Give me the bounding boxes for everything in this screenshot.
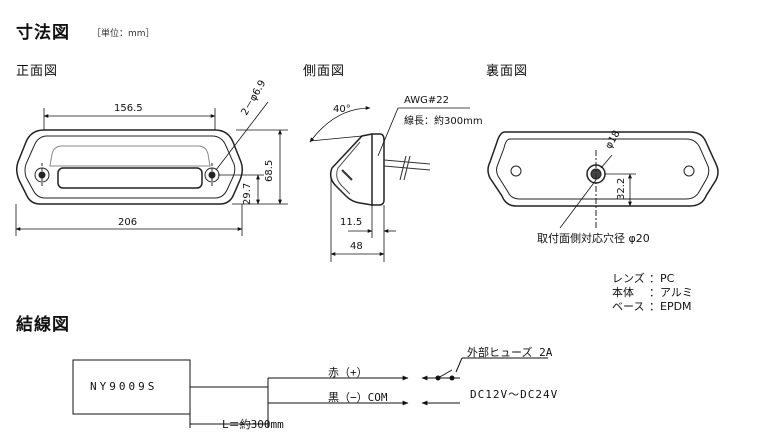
length-label: L＝約300mm xyxy=(222,418,284,431)
back-view-drawing xyxy=(487,131,719,228)
back-dim-boss-height: 32.2 xyxy=(616,177,627,200)
back-outer-outline xyxy=(487,131,719,207)
front-outer-outline xyxy=(15,129,244,205)
front-dim-height: 68.5 xyxy=(264,159,275,182)
front-mid-outline xyxy=(24,135,236,199)
red-wire-label: 赤（+） xyxy=(328,366,368,379)
back-hole-right xyxy=(683,165,695,177)
material-part-lens: レンズ xyxy=(612,272,645,285)
wiring-drawing xyxy=(72,357,548,428)
fuse-label: 外部ヒューズ 2A xyxy=(467,346,553,359)
wiring-title: 結線図 xyxy=(16,315,70,335)
back-dimensions xyxy=(559,154,636,229)
voltage-label: DC12V～DC24V xyxy=(470,388,559,401)
side-base xyxy=(371,133,385,206)
material-body: ：アルミ xyxy=(649,286,693,299)
front-dim-hole-height: 29.7 xyxy=(242,182,253,205)
front-dim-overall-width: 206 xyxy=(118,217,138,228)
side-angle: 40° xyxy=(333,104,351,115)
material-base: ：EPDM xyxy=(649,300,692,313)
front-dim-top-width: 156.5 xyxy=(114,103,143,114)
back-hole-left xyxy=(510,165,522,177)
device-model: NY9009S xyxy=(90,380,158,393)
material-part-body: 本体 xyxy=(612,286,634,299)
unit-note: ［単位：mm］ xyxy=(92,29,155,39)
side-view-drawing xyxy=(329,133,431,206)
material-part-base: ベース xyxy=(612,300,645,313)
back-view-label: 裏面図 xyxy=(486,64,529,79)
side-housing xyxy=(329,133,373,206)
black-wire-label: 黒（−）COM xyxy=(328,391,388,404)
side-cable-length: 線長：約300mm xyxy=(404,116,483,127)
side-dimensions xyxy=(309,106,470,262)
front-lens-upper xyxy=(49,145,211,167)
side-cable-gauge: AWG#22 xyxy=(404,95,450,106)
front-lens-window xyxy=(57,167,203,189)
mount-hole-note: 取付面側対応穴径 φ20 xyxy=(537,232,650,245)
side-dim-offset: 11.5 xyxy=(340,217,363,228)
side-view-label: 側面図 xyxy=(303,64,346,79)
front-dimensions xyxy=(15,101,288,236)
side-dim-depth: 48 xyxy=(350,241,363,252)
material-lens: ：PC xyxy=(649,272,675,285)
back-inner-outline xyxy=(496,138,710,200)
dimensions-title: 寸法図 xyxy=(16,23,70,43)
front-view-label: 正面図 xyxy=(16,64,59,79)
front-view-drawing xyxy=(15,129,244,205)
